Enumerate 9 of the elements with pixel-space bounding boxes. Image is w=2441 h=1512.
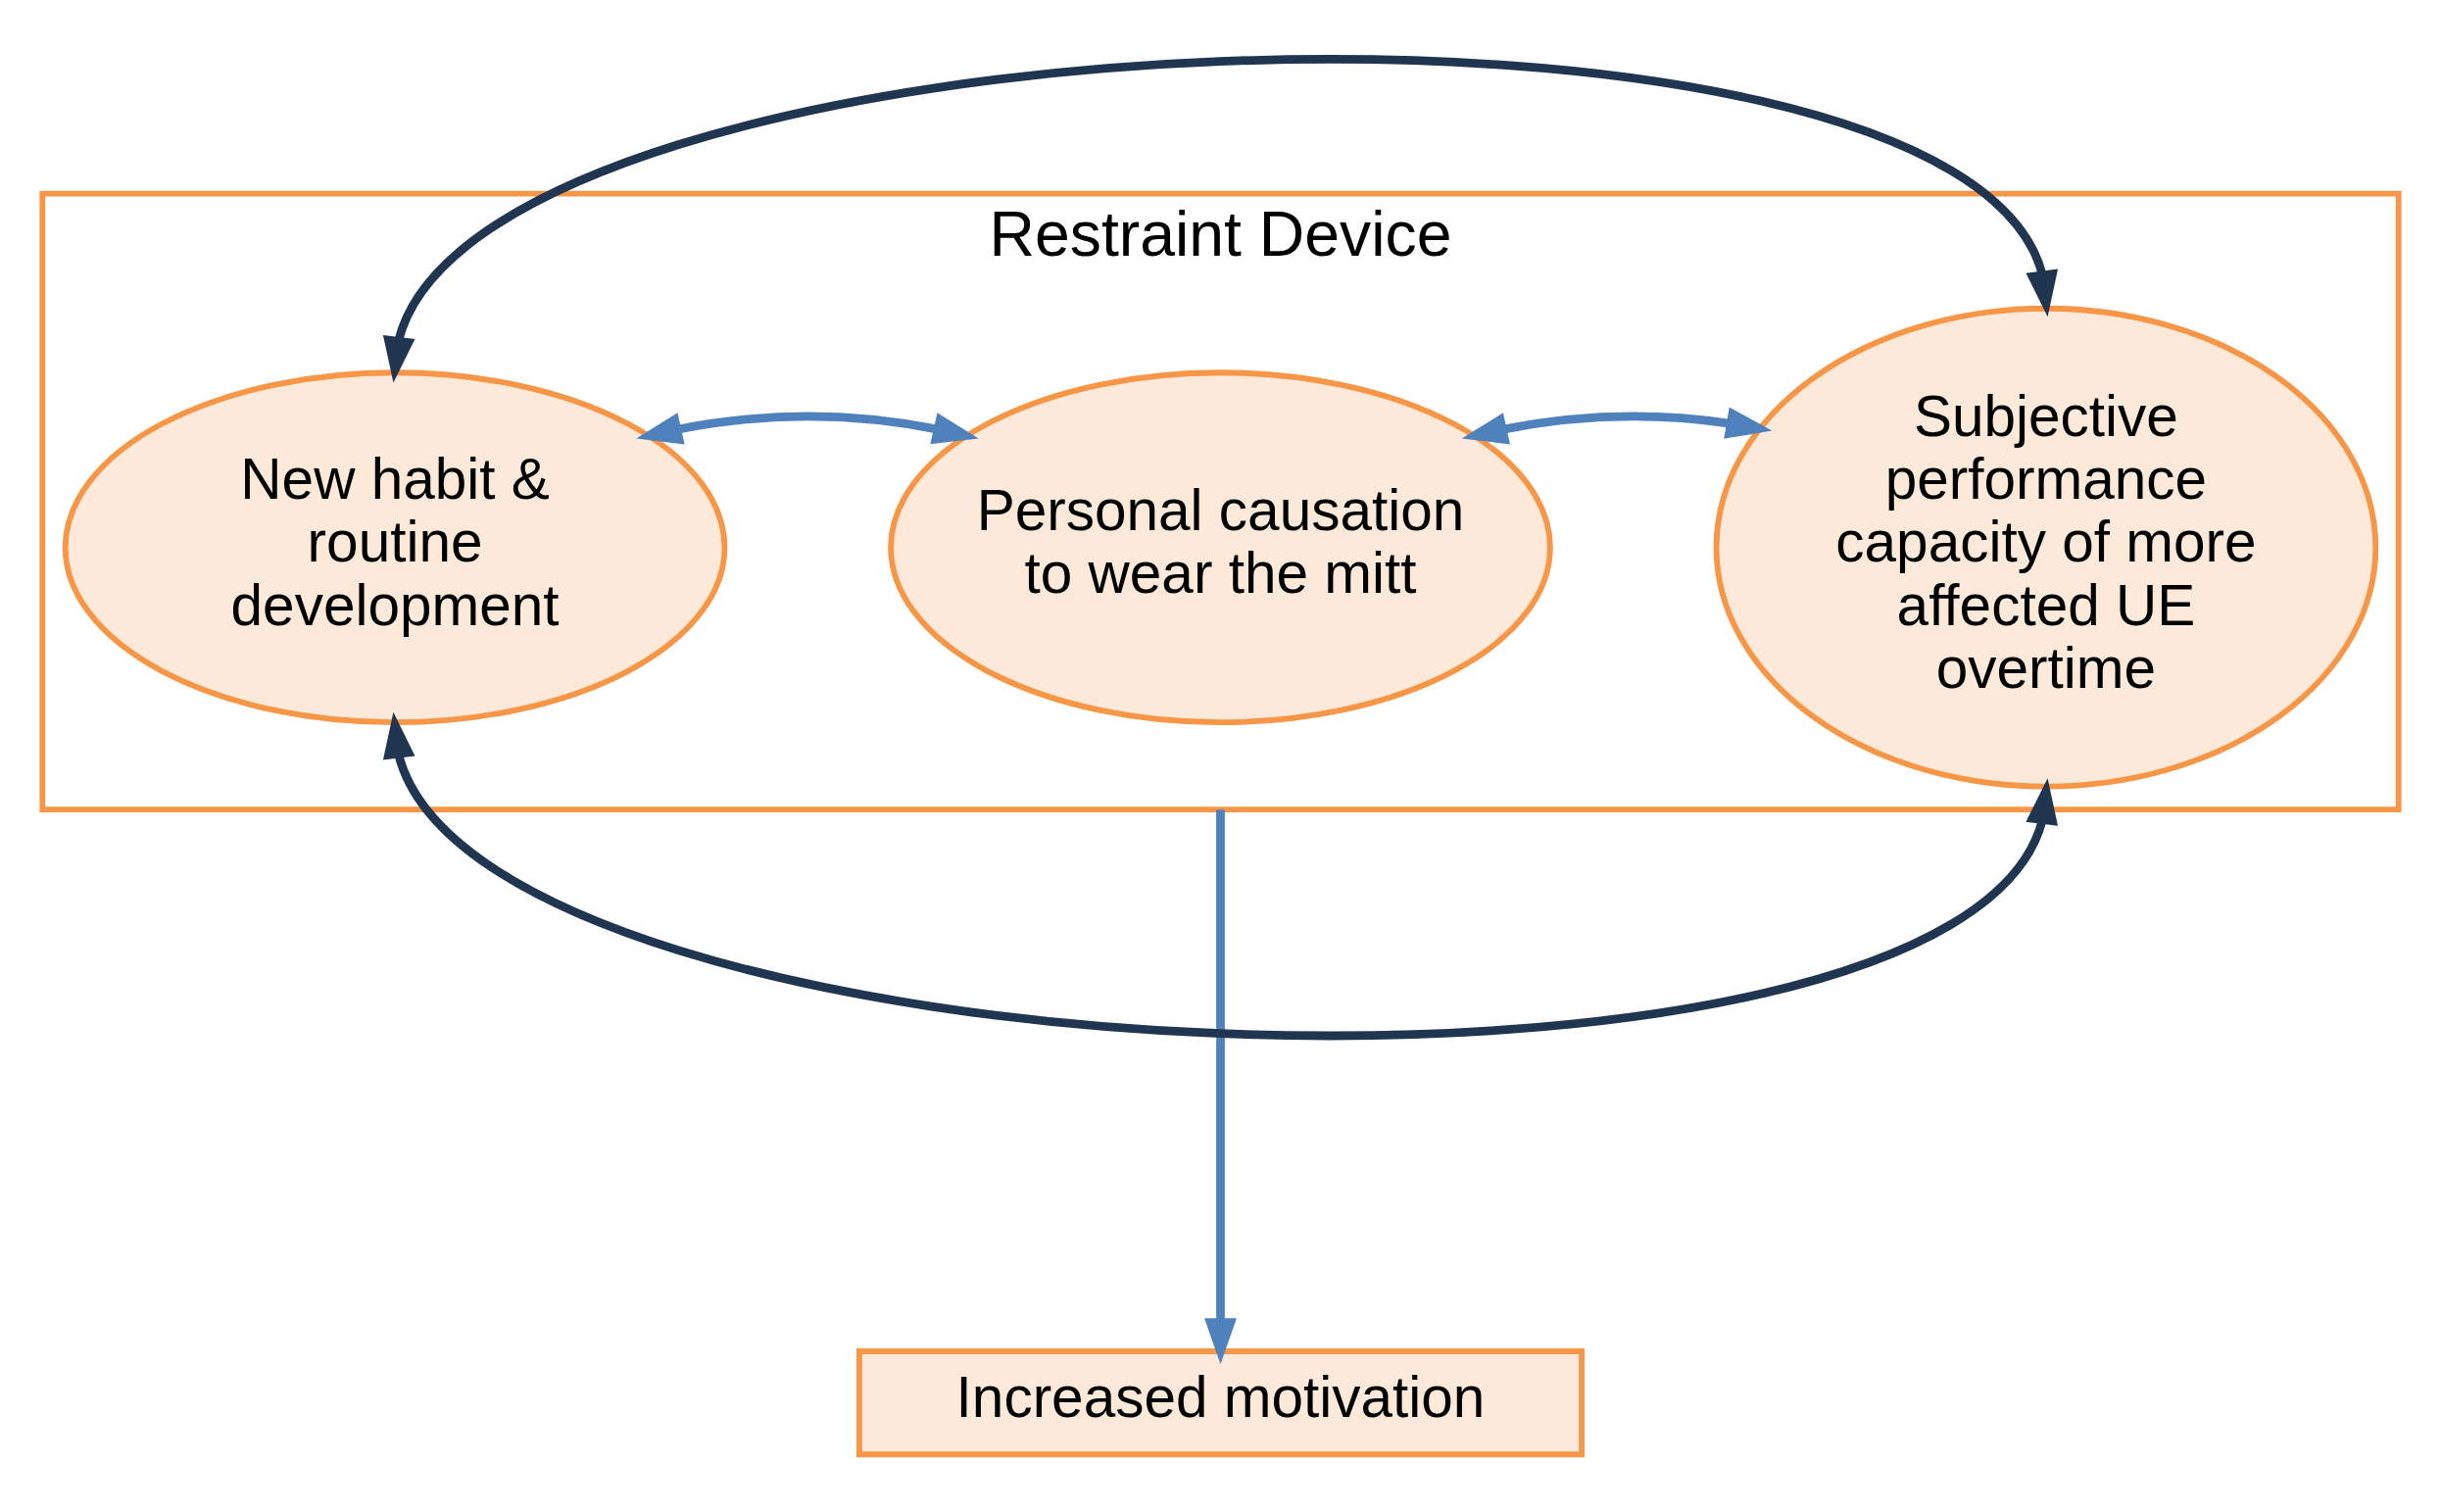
node-ellipse: Personal causation to wear the mitt <box>888 369 1553 726</box>
node-box: Increased motivation <box>856 1348 1585 1458</box>
node-ellipse: New habit & routine development <box>62 369 728 726</box>
arrow <box>1204 809 1237 1365</box>
arrow <box>382 711 2059 1039</box>
arrow <box>636 412 979 445</box>
arrow <box>382 56 2059 383</box>
node-ellipse: Subjective performance capacity of more affected UE overtime <box>1713 305 2379 790</box>
arrow <box>1461 407 1773 445</box>
